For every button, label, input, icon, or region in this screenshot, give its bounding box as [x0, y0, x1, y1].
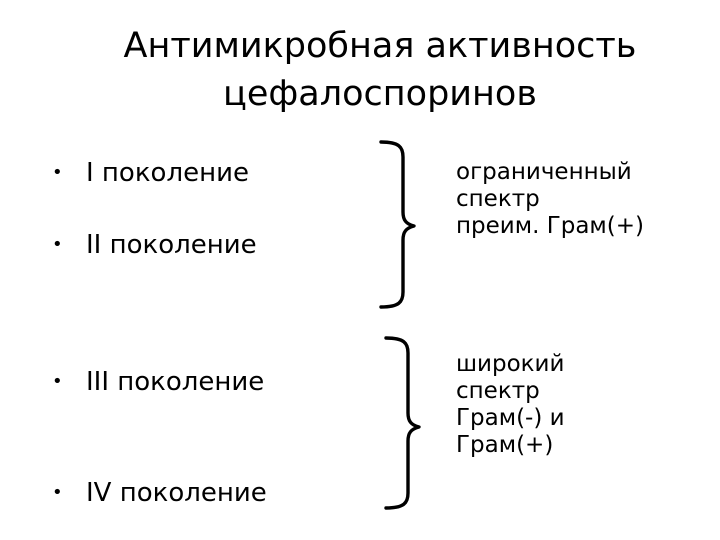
- spectrum-line: Грам(-) и: [456, 405, 565, 431]
- spectrum-line: спектр: [456, 378, 540, 404]
- spectrum-line: ограниченный: [456, 159, 632, 185]
- generation-label: II поколение: [86, 230, 257, 260]
- spectrum-line: Грам(+): [456, 432, 554, 458]
- bullet-icon: •: [52, 162, 63, 183]
- spectrum-group-1: ограниченный спектр преим. Грам(+): [456, 159, 644, 240]
- bullet-icon: •: [52, 371, 63, 392]
- generation-item-1: • I поколение: [52, 158, 249, 188]
- spectrum-line: преим. Грам(+): [456, 213, 644, 239]
- generation-item-3: • III поколение: [52, 367, 264, 397]
- generation-item-2: • II поколение: [52, 230, 257, 260]
- right-brace-icon: [384, 336, 421, 510]
- spectrum-line: спектр: [456, 186, 540, 212]
- slide-title: Антимикробная активность цефалоспоринов: [60, 22, 700, 118]
- generation-label: I поколение: [86, 158, 249, 188]
- title-line-2: цефалоспоринов: [223, 74, 537, 114]
- spectrum-group-2: широкий спектр Грам(-) и Грам(+): [456, 351, 565, 459]
- generation-item-4: • IV поколение: [52, 478, 267, 508]
- bullet-icon: •: [52, 234, 63, 255]
- generation-label: III поколение: [86, 367, 265, 397]
- title-line-1: Антимикробная активность: [123, 26, 637, 66]
- right-brace-icon: [379, 140, 416, 309]
- spectrum-line: широкий: [456, 351, 565, 377]
- bullet-icon: •: [52, 482, 63, 503]
- generation-label: IV поколение: [86, 478, 267, 508]
